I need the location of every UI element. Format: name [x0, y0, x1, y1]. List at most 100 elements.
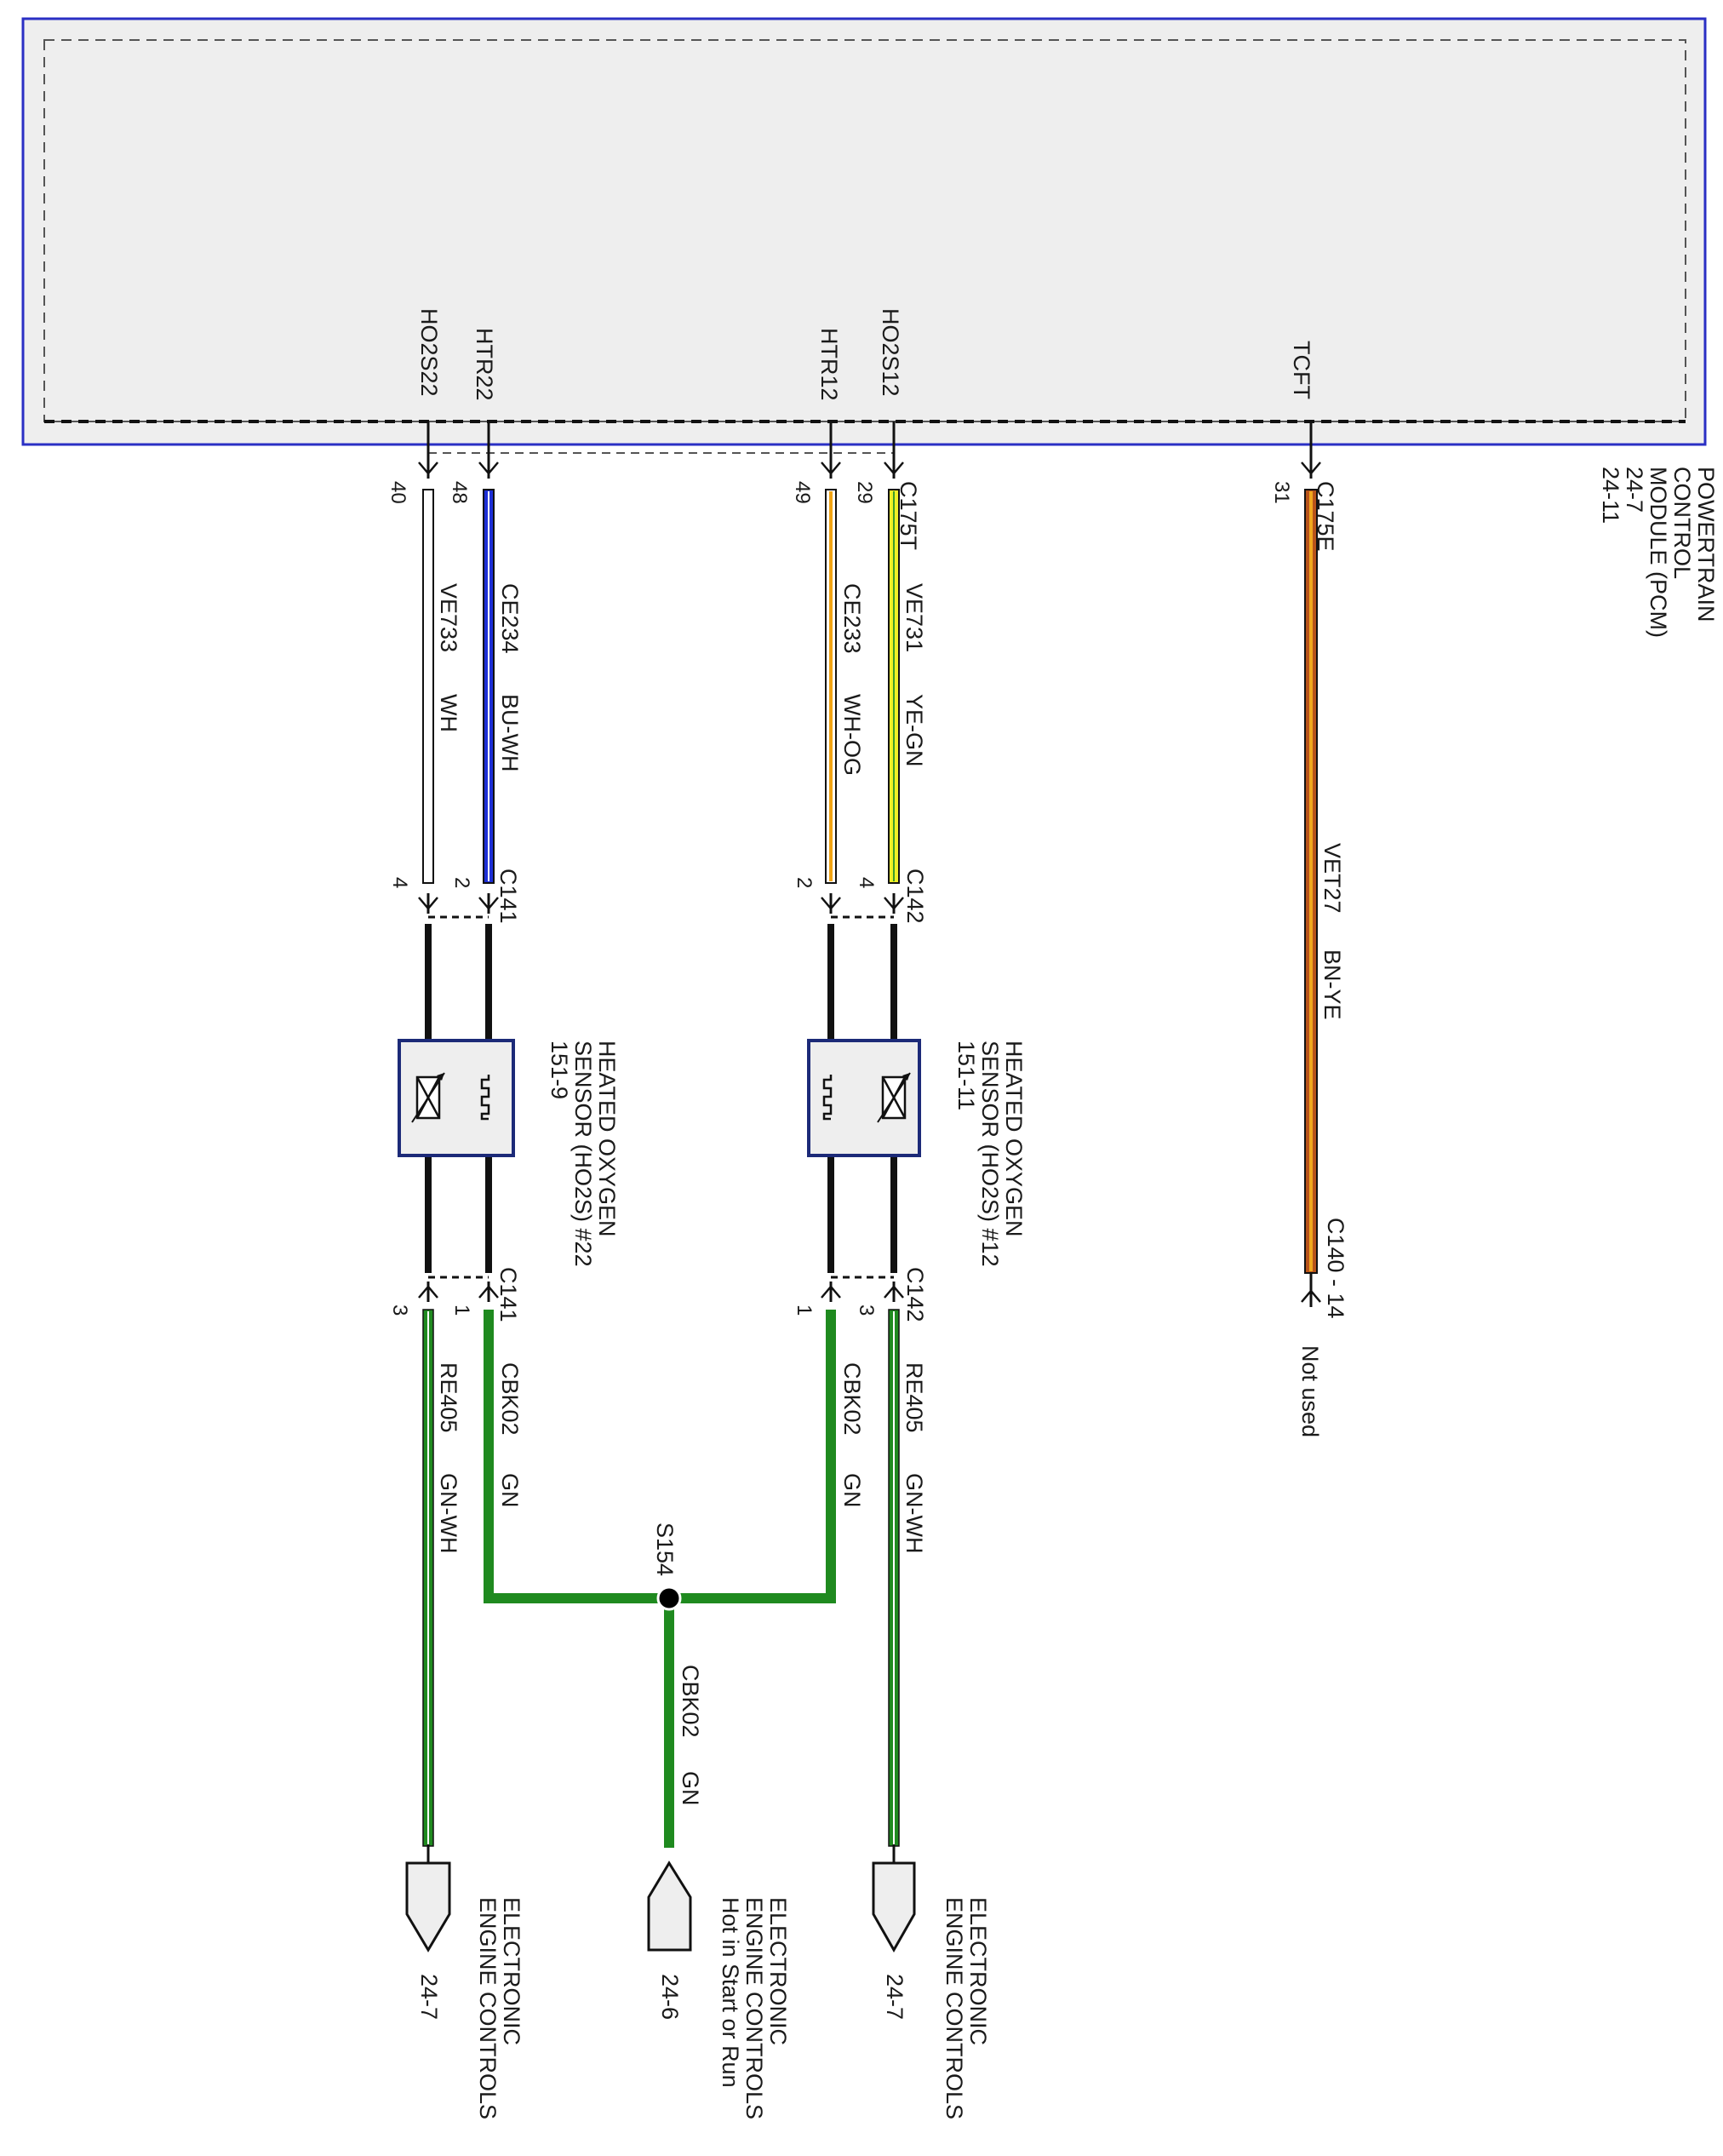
pin-name-tcft: TCFT	[1289, 341, 1314, 399]
pin-name-ho2s12: HO2S12	[878, 308, 903, 397]
not-used-label: Not used	[1297, 1345, 1323, 1437]
pin-name-htr22: HTR22	[472, 328, 497, 401]
wire-label-re405-left-circuit: RE405	[436, 1362, 461, 1433]
c142-bot-pin-3: 3	[855, 1304, 878, 1316]
c140-terminal: C140 - 14 Not used	[1297, 1218, 1348, 1437]
pcm-label-line-5: 24-11	[1598, 467, 1623, 524]
splice-s154-label: S154	[652, 1522, 678, 1576]
heater-element-icon	[480, 1075, 490, 1121]
destination-center-label-line-3: Hot in Start or Run	[718, 1897, 743, 2088]
destinations: 24-7 ELECTRONIC ENGINE CONTROLS 24-6 ELE…	[405, 1844, 991, 2119]
c142-top-pin-2-icon	[820, 892, 842, 915]
destination-left-label-line-1: ELECTRONIC	[499, 1897, 524, 2045]
c142-bot-pin-1: 1	[793, 1304, 816, 1316]
destination-center-ref: 24-6	[657, 1974, 683, 2020]
destination-center-label-line-1: ELECTRONIC	[765, 1897, 791, 2045]
lower-sensor-connectors: 3 1 C141 1 3 C142	[388, 1267, 928, 1322]
sensing-element-icon	[877, 1072, 911, 1123]
c141-top-name: C141	[495, 869, 521, 924]
wire-label-cbk02-right-color: GN	[839, 1473, 865, 1508]
wire-label-cbk02-left-circuit: CBK02	[497, 1362, 523, 1436]
pcm-outer-border	[21, 17, 1707, 446]
wire-label-re405-right-color: GN-WH	[902, 1473, 927, 1553]
c142-top-pin-4: 4	[855, 877, 878, 888]
wire-label-re405-left-color: GN-WH	[436, 1473, 461, 1553]
c141-bot-pin-1-icon	[478, 1280, 500, 1304]
pcm-terminal-29-icon	[883, 456, 905, 480]
wire-label-ve731-circuit: VE731	[902, 583, 927, 652]
wire-label-re405-right-circuit: RE405	[902, 1362, 927, 1433]
c142-top-pin-4-icon	[883, 892, 905, 915]
wire-label-ve731-color: YE-GN	[902, 694, 927, 767]
c141-top-pin-2: 2	[450, 877, 473, 888]
pcm-pin-names: HO2S22 HTR22 HTR12 HO2S12 TCFT	[416, 308, 1314, 401]
c141-bot-pin-3-icon	[417, 1280, 439, 1304]
c141-bot-name: C141	[495, 1267, 521, 1322]
c141-top-pin-2-icon	[478, 892, 500, 915]
c142-bot-pin-3-icon	[883, 1280, 905, 1304]
wire-label-cbk02-center-color: GN	[678, 1771, 703, 1806]
c141-top-pin-4-icon	[417, 892, 439, 915]
wire-label-ce233-circuit: CE233	[839, 583, 865, 654]
ground-wires: S154	[422, 1309, 900, 1848]
wire-label-vet27-circuit: VET27	[1319, 843, 1345, 914]
pin-number-31: 31	[1270, 481, 1293, 504]
pin-number-48: 48	[448, 481, 471, 504]
destination-center-icon	[647, 1861, 692, 1952]
pcm-label-line-1: POWERTRAIN	[1693, 467, 1719, 622]
pcm-terminals	[417, 421, 1322, 480]
pin-number-40: 40	[386, 481, 409, 504]
wire-labels: VE733 WH CE234 BU-WH CE233 WH-OG VE731 Y…	[436, 583, 1345, 1020]
wire-label-cbk02-right-circuit: CBK02	[839, 1362, 865, 1436]
pcm-terminal-40-icon	[417, 456, 439, 480]
pin-number-49: 49	[791, 481, 814, 504]
destination-right-ref: 24-7	[882, 1974, 907, 2020]
pin-number-29: 29	[853, 481, 876, 504]
destination-right-label-line-1: ELECTRONIC	[965, 1897, 991, 2045]
sensor-ho2s22: HEATED OXYGEN SENSOR (HO2S) #22 151-9	[398, 1039, 620, 1267]
pcm-label-line-2: CONTROL	[1669, 467, 1695, 579]
c141-bot-pin-1: 1	[450, 1304, 473, 1316]
pcm-terminal-48-icon	[478, 456, 500, 480]
destination-left-ref: 24-7	[416, 1974, 442, 2020]
wire-label-vet27-color: BN-YE	[1319, 949, 1345, 1020]
connector-c140-14: C140 - 14	[1323, 1218, 1348, 1319]
pin-name-htr12: HTR12	[816, 328, 842, 401]
wire-label-ce234-color: BU-WH	[497, 694, 523, 771]
wire-label-ce234-circuit: CE234	[497, 583, 523, 654]
sensor-ho2s22-label-line-1: HEATED OXYGEN	[594, 1041, 620, 1237]
destination-left-icon	[405, 1861, 451, 1952]
splice-s154-icon	[656, 1585, 682, 1611]
wire-label-ce233-color: WH-OG	[839, 694, 865, 776]
sensor-ho2s12-label-line-2: SENSOR (HO2S) #12	[977, 1041, 1003, 1267]
pcm-label: POWERTRAIN CONTROL MODULE (PCM) 24-7 24-…	[1598, 467, 1719, 638]
wire-label-ve733-circuit: VE733	[436, 583, 461, 652]
c141-top-pin-4: 4	[388, 877, 411, 888]
wire-ve733	[422, 489, 434, 884]
wire-label-cbk02-left-color: GN	[497, 1473, 523, 1508]
upper-sensor-connectors: 4 2 C141 2 4 C142	[388, 869, 928, 924]
sensor-ho2s12-label-line-3: 151-11	[953, 1041, 979, 1110]
destination-right-icon	[872, 1861, 916, 1953]
sensing-element-icon	[411, 1072, 445, 1123]
sensor-ho2s22-label-line-2: SENSOR (HO2S) #22	[570, 1041, 596, 1267]
pcm-label-line-4: 24-7	[1622, 467, 1647, 513]
c141-bot-pin-3: 3	[388, 1304, 411, 1316]
wire-label-cbk02-center-circuit: CBK02	[678, 1665, 703, 1738]
sensor-ho2s12-label-line-1: HEATED OXYGEN	[1001, 1041, 1027, 1237]
pcm-label-line-3: MODULE (PCM)	[1646, 467, 1671, 638]
ground-wire-labels: RE405 GN-WH CBK02 GN CBK02 GN RE405 GN-W…	[436, 1362, 927, 1806]
heater-element-icon	[822, 1075, 833, 1121]
destination-left-label-line-2: ENGINE CONTROLS	[475, 1897, 501, 2119]
c142-bot-name: C142	[902, 1267, 928, 1322]
destination-center-label-line-2: ENGINE CONTROLS	[741, 1897, 767, 2119]
c142-top-pin-2: 2	[793, 877, 816, 888]
wire-label-ve733-color: WH	[436, 694, 461, 732]
c142-bot-pin-1-icon	[820, 1280, 842, 1304]
pin-name-ho2s22: HO2S22	[416, 308, 442, 397]
c142-top-name: C142	[902, 869, 928, 924]
pcm-terminal-49-icon	[820, 456, 842, 480]
sensor-ho2s22-label-line-3: 151-9	[547, 1041, 572, 1099]
sensor-ho2s12: HEATED OXYGEN SENSOR (HO2S) #12 151-11	[807, 1039, 1027, 1267]
